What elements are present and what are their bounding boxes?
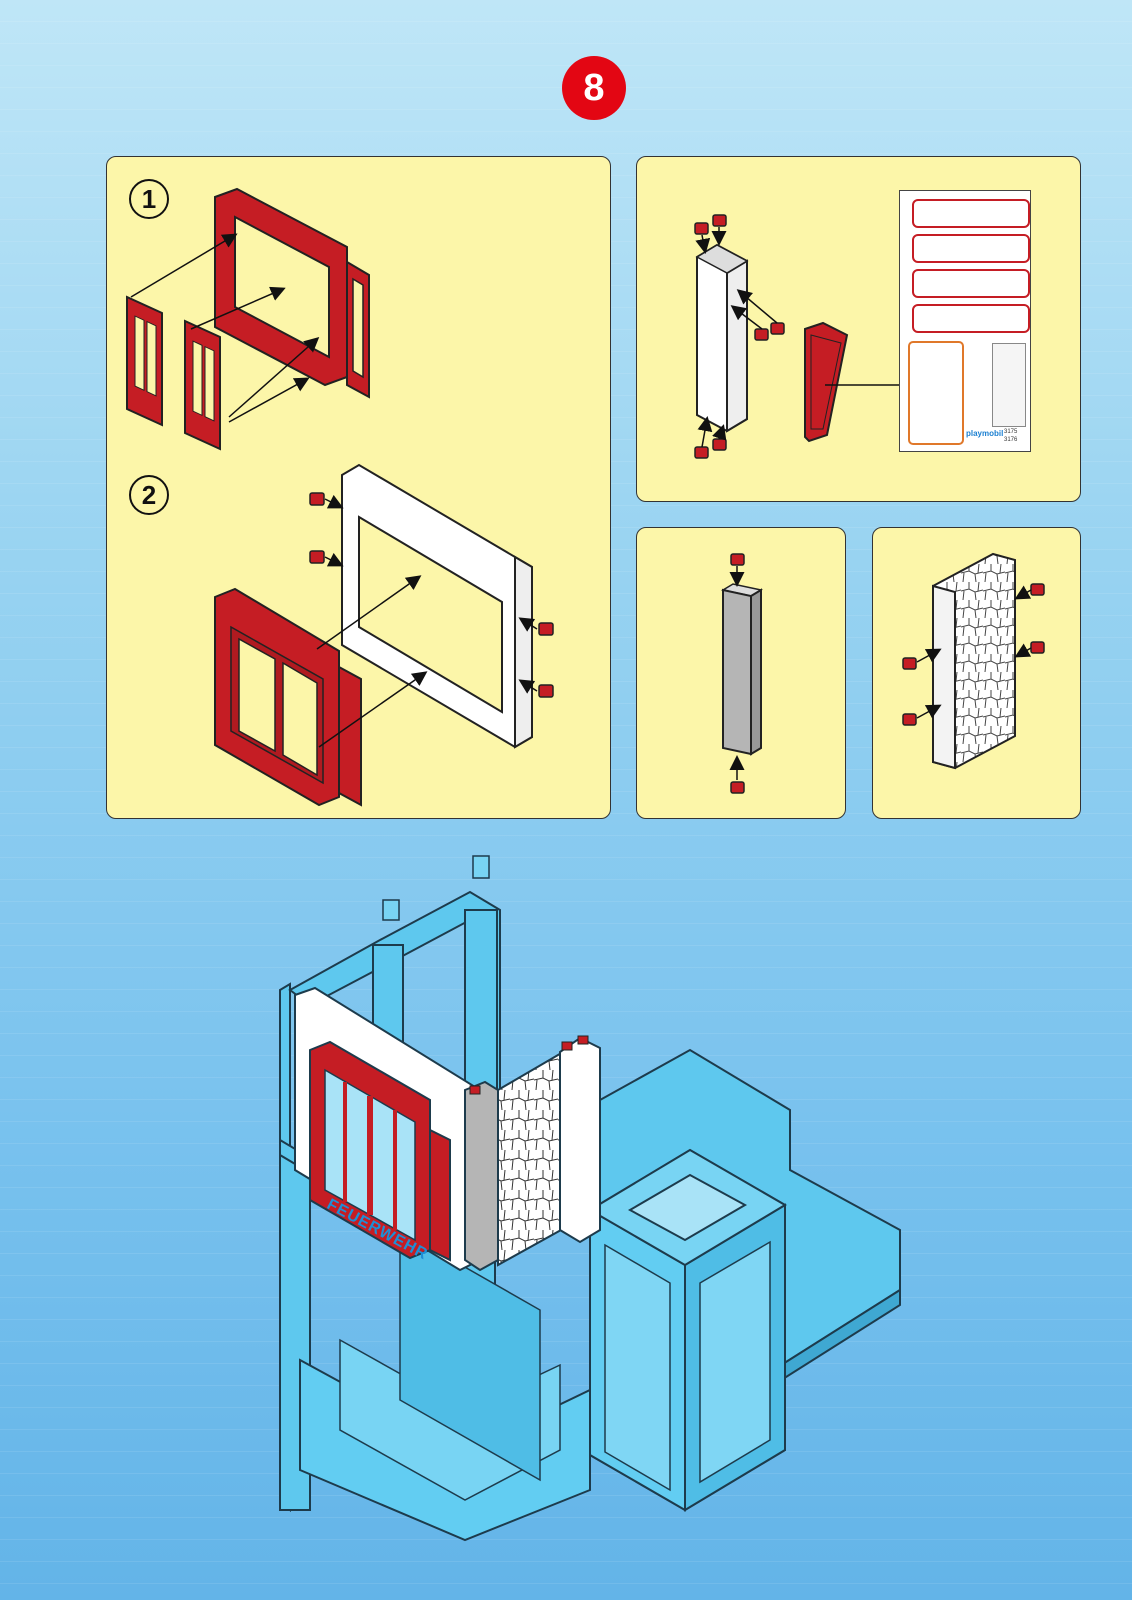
step-number-badge: 8: [562, 56, 626, 120]
sticker-code-2: 3176: [1004, 437, 1017, 443]
assembled-fire-station-model: FEUERWEHR: [270, 850, 910, 1550]
sticker-code-1: 3175: [1004, 429, 1017, 435]
panel-sticker-column: playmobil 3175 3176: [636, 156, 1081, 502]
white-wall-frame: [342, 465, 532, 747]
stone-wall-panel: [933, 554, 1015, 768]
panel-stone-wall: [872, 527, 1081, 819]
panel-grey-column: [636, 527, 846, 819]
red-window-frame: [215, 189, 369, 397]
sticker-red-frame: [912, 269, 1030, 298]
sticker-sheet: playmobil 3175 3176: [899, 190, 1031, 452]
panel-window-assembly: 1 2: [106, 156, 611, 819]
white-column: [697, 245, 747, 431]
red-window-assembled: [215, 589, 361, 805]
window-assembly-diagram: [107, 157, 611, 819]
grey-column: [723, 584, 761, 754]
sticker-brand-logo: playmobil: [966, 429, 1003, 438]
white-column-installed: [560, 1036, 600, 1242]
sticker-red-frame: [912, 304, 1030, 333]
fire-station-drawing: [270, 850, 910, 1550]
elevator-shaft: [590, 1150, 785, 1510]
sticker-warning-icons: [992, 343, 1026, 427]
red-plate: [805, 323, 847, 441]
stone-wall-diagram: [873, 528, 1081, 819]
window-sash-right: [185, 321, 220, 449]
sticker-orange-panel: [908, 341, 964, 445]
sticker-red-frame: [912, 234, 1030, 263]
grey-column-installed: [465, 1082, 498, 1270]
sticker-red-frame: [912, 199, 1030, 228]
grey-column-diagram: [637, 528, 846, 819]
window-sash-left: [127, 297, 162, 425]
